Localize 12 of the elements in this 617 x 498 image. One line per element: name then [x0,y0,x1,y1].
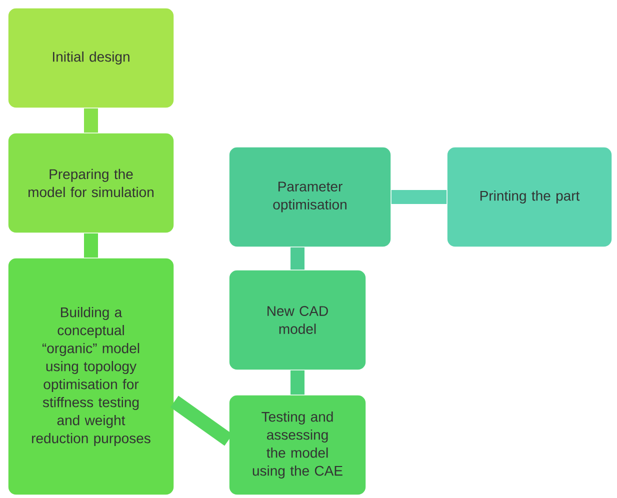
connector [84,233,98,258]
connector [84,108,98,133]
process-box: Initial design [8,8,174,108]
process-box: New CAD model [228,270,366,370]
process-box: Building a conceptual “organic” model using topology optimisation for stiffness testing and weight reduction purposes [8,258,174,496]
connector [391,190,447,204]
process-box: Preparing the model for simulation [8,132,174,234]
process-box: Parameter optimisation [228,146,392,248]
process-box: Printing the part [446,146,612,248]
process-box: Testing and assessing the model using the CAE [228,394,366,496]
connector [290,247,304,270]
connector [290,370,304,395]
